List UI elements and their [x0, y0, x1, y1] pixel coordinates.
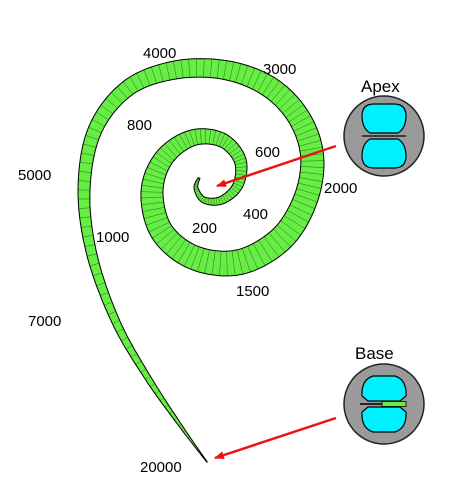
freq-label-5000: 5000	[18, 167, 51, 184]
base-label: Base	[355, 344, 394, 363]
apex-label: Apex	[361, 77, 400, 96]
freq-label-800: 800	[127, 117, 152, 134]
apex-arrow	[216, 144, 337, 188]
freq-label-7000: 7000	[28, 313, 61, 330]
freq-label-400: 400	[243, 206, 268, 223]
freq-label-20000: 20000	[140, 459, 182, 476]
freq-label-1500: 1500	[236, 283, 269, 300]
freq-label-200: 200	[192, 220, 217, 237]
basilar-membrane	[77, 58, 325, 463]
base-cross-section-icon	[343, 363, 425, 445]
basilar-membrane-band	[77, 58, 325, 463]
apex-cross-section-icon	[343, 95, 425, 177]
freq-label-1000: 1000	[96, 229, 129, 246]
freq-label-3000: 3000	[263, 61, 296, 78]
base-arrow	[214, 416, 337, 460]
freq-label-600: 600	[255, 144, 280, 161]
freq-label-4000: 4000	[143, 45, 176, 62]
freq-label-2000: 2000	[324, 180, 357, 197]
